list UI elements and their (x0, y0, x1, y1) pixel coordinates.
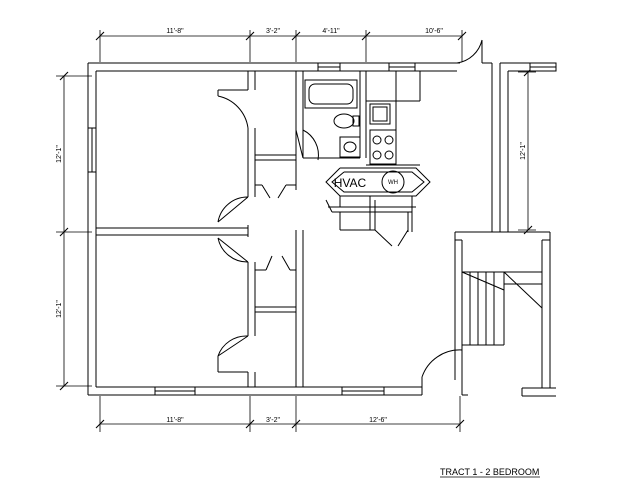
dim-top-3: 4'-11" (322, 28, 340, 35)
dim-top-1: 11'-8" (166, 28, 184, 35)
dim-right-1: 12'-1" (520, 142, 527, 160)
exterior-walls (87, 62, 556, 397)
dim-left-2: 12'-1" (56, 300, 63, 318)
hvac-label: HVAC (334, 176, 367, 190)
water-heater (381, 170, 405, 194)
windows (87, 62, 557, 396)
bathroom-sink (339, 136, 361, 158)
toilet (333, 113, 360, 129)
door-swings (217, 39, 492, 378)
bathtub (304, 79, 358, 109)
plan-title: TRACT 1 - 2 BEDROOM (440, 467, 539, 477)
dim-left-1: 12'-1" (56, 145, 63, 163)
dim-top-2: 3'-2" (266, 28, 280, 35)
dimension-ticks (59, 31, 533, 429)
water-heater-label: WH (388, 180, 398, 186)
kitchen-sink (369, 103, 391, 125)
dim-bottom-1: 11'-8" (166, 417, 184, 424)
dim-top-4: 10'-6" (425, 28, 443, 35)
dim-bottom-3: 12'-6" (369, 417, 387, 424)
stove (369, 129, 397, 165)
stairs (461, 271, 543, 346)
interior-walls (96, 71, 431, 387)
dim-bottom-2: 3'-2" (266, 417, 280, 424)
